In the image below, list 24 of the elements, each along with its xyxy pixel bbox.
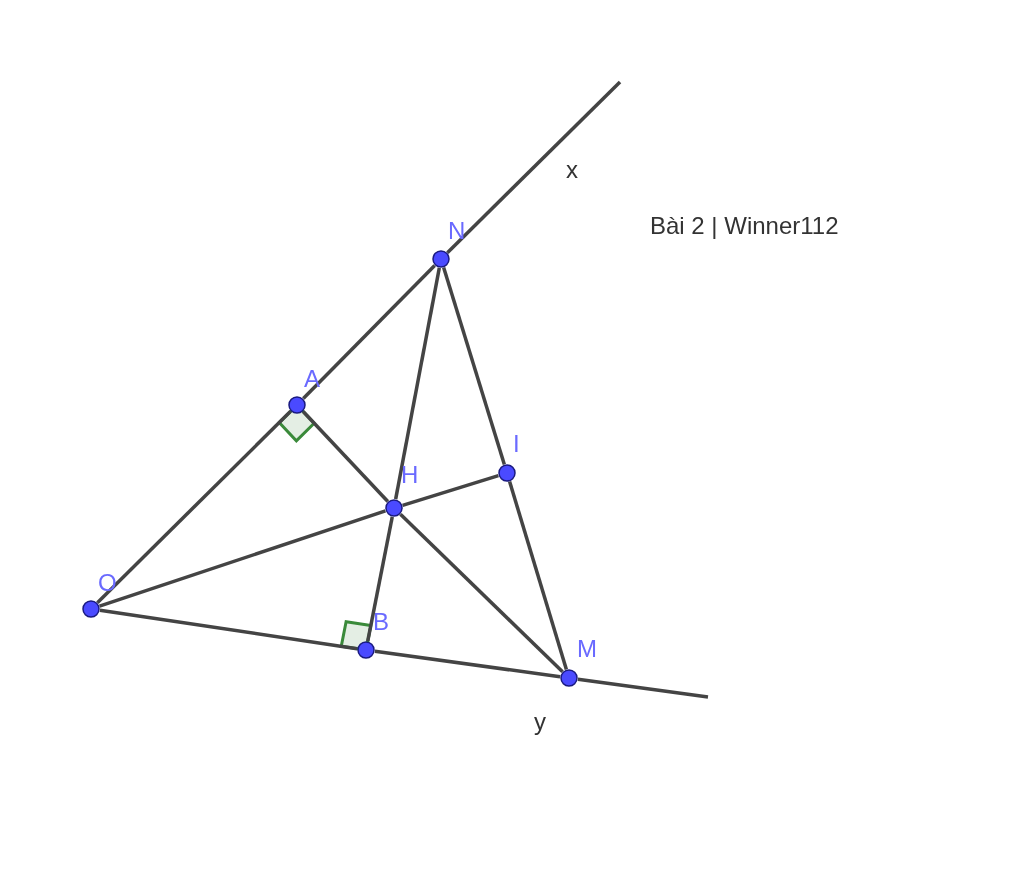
figure-caption: Bài 2 | Winner112 — [650, 212, 839, 240]
line-segment — [99, 509, 386, 608]
line-segment — [441, 267, 507, 465]
point-label: I — [513, 430, 520, 458]
line-segment — [96, 410, 292, 604]
line-segment — [301, 410, 390, 503]
line-segment — [577, 677, 709, 699]
line-segment — [399, 513, 564, 673]
ray-label: y — [534, 708, 546, 736]
ray-label: x — [566, 156, 578, 184]
point-label: N — [448, 217, 466, 245]
point-label: O — [98, 569, 117, 597]
line-segment — [374, 649, 561, 679]
line-segment — [446, 80, 622, 254]
point-label: H — [401, 461, 419, 489]
line-segment — [366, 516, 394, 642]
line-segment — [507, 481, 569, 670]
line-segment — [302, 264, 436, 400]
point-label: A — [304, 365, 320, 393]
line-segment — [99, 608, 358, 651]
point-label: B — [373, 608, 389, 636]
line-segment — [402, 474, 499, 507]
line-segment — [393, 267, 442, 500]
point-label: M — [577, 635, 597, 663]
